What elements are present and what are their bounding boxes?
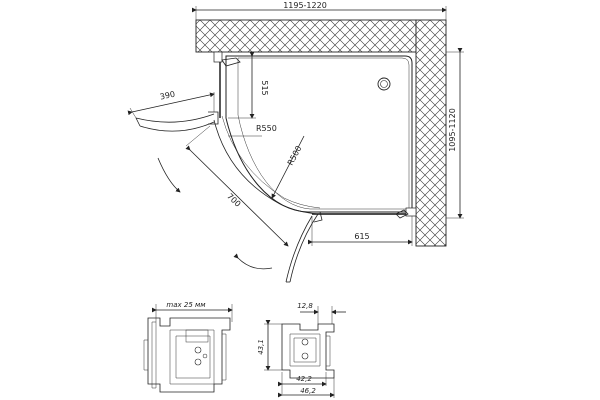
- width-dimension: 1195-1220: [192, 1, 447, 20]
- side-label: 515: [260, 80, 269, 95]
- wall-bracket-right: [395, 207, 417, 219]
- rotation-arrow-left-icon: [157, 157, 181, 193]
- wall-right: [415, 19, 447, 247]
- profile-left-detail: max 25 мм: [143, 301, 233, 393]
- top-width-label: 12,8: [297, 302, 313, 310]
- door-open-label: 390: [159, 90, 176, 102]
- height-label: 43,1: [257, 339, 265, 355]
- depth-label: 1095-1120: [448, 108, 457, 152]
- outer-radius-callout: R550: [228, 124, 277, 137]
- left-door-open: [135, 111, 219, 132]
- front-dimension: 615: [308, 216, 413, 246]
- width-label: 1195-1220: [283, 1, 327, 10]
- outer-radius-label: R550: [256, 124, 277, 133]
- rotation-arrow-bottom-icon: [233, 253, 273, 270]
- door-open-dimension: 390: [127, 90, 215, 119]
- max-gap-label: max 25 мм: [166, 301, 206, 309]
- front-label: 615: [354, 232, 369, 241]
- drain-icon: [377, 77, 391, 91]
- profile-right-detail: 12,8 43,1 42,2 46,2: [257, 302, 346, 398]
- diagonal-label: 700: [225, 192, 242, 209]
- side-dimension: 515: [228, 52, 269, 119]
- wall-top: [195, 19, 417, 53]
- depth-dimension: 1095-1120: [446, 48, 464, 219]
- wall-bracket-top: [213, 51, 241, 67]
- bottom-outer-label: 46,2: [300, 387, 316, 395]
- bottom-inner-label: 42,2: [296, 375, 312, 383]
- front-door-open: [285, 211, 323, 283]
